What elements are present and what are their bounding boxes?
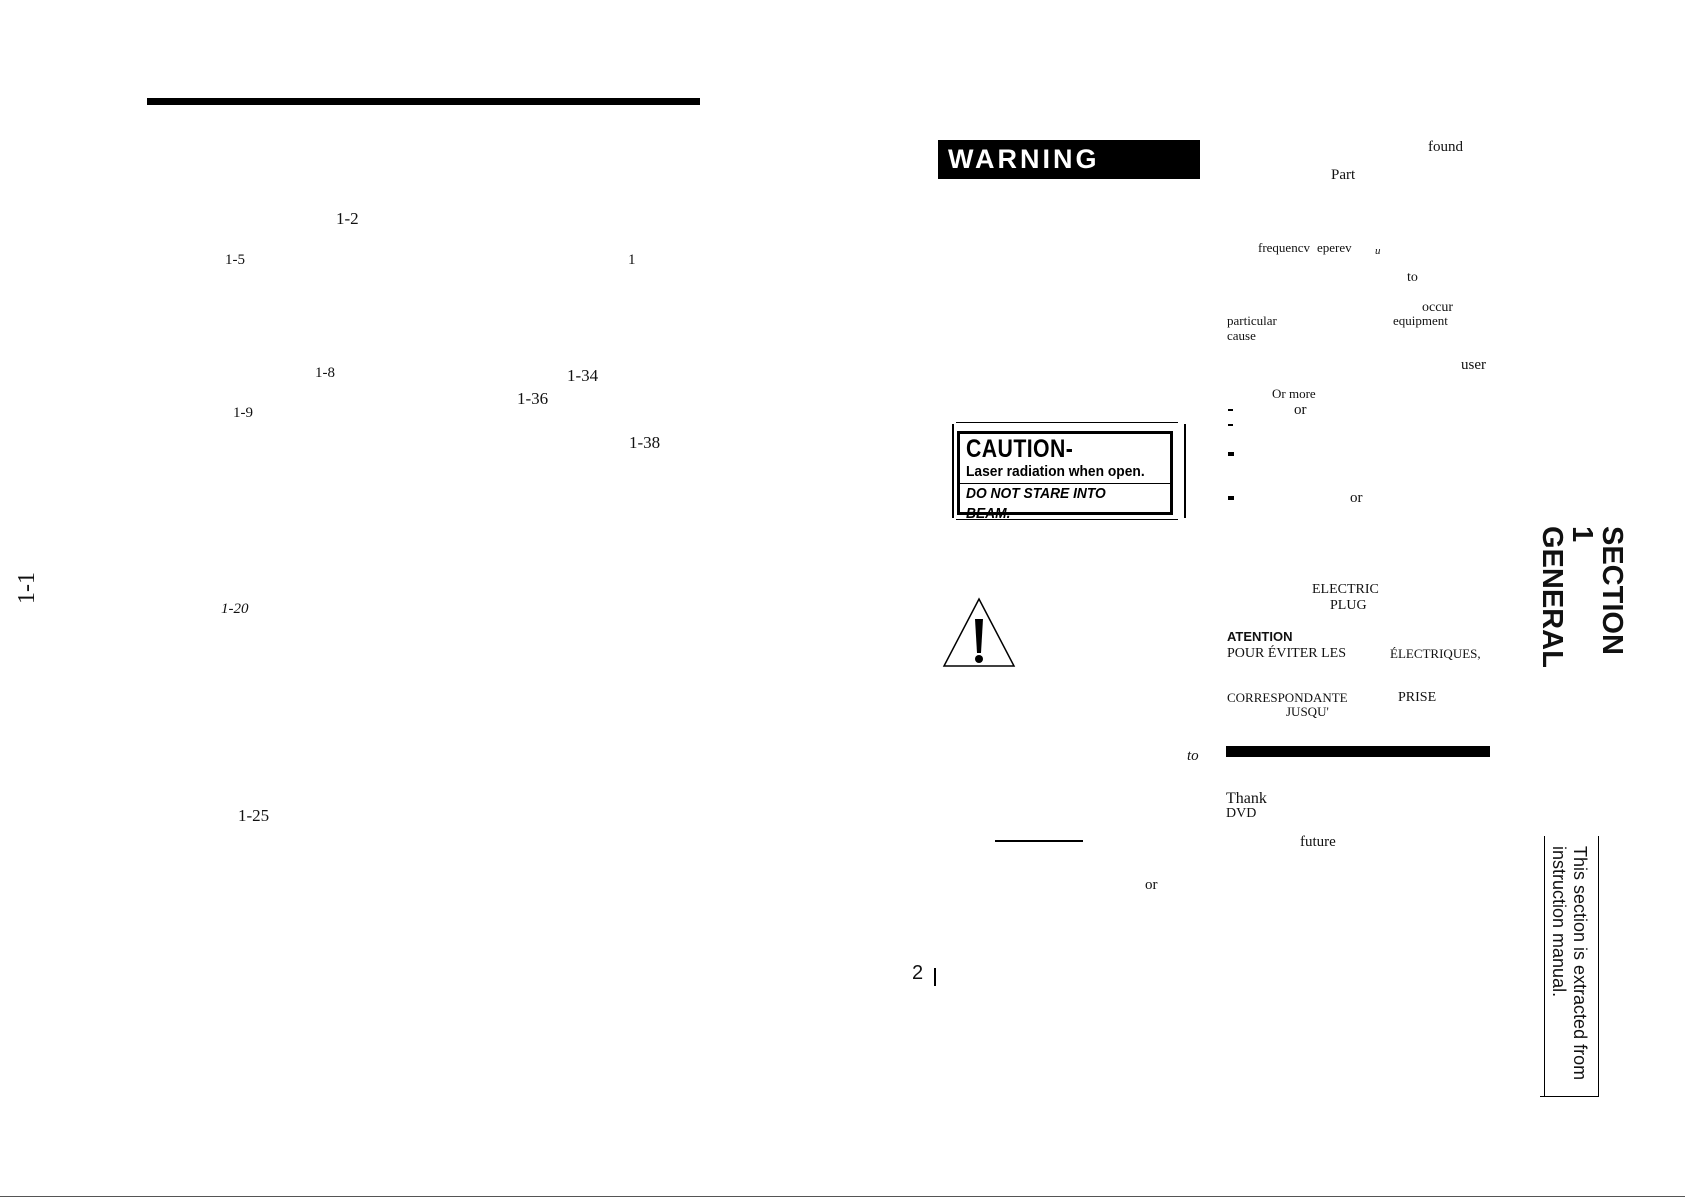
word: POUR ÉVITER LES bbox=[1227, 646, 1346, 661]
word: CORRESPONDANTE bbox=[1227, 690, 1348, 705]
sidebar-note-frame bbox=[1544, 836, 1599, 1096]
caution-title: CAUTION- bbox=[966, 435, 1074, 463]
section-title: SECTION 1 GENERAL bbox=[1536, 526, 1628, 668]
index-entry: 1-34 bbox=[567, 366, 599, 385]
word-or: or bbox=[1145, 877, 1158, 893]
index-entry: 1-5 bbox=[225, 252, 245, 268]
word: JUSQU' bbox=[1286, 704, 1329, 719]
word: to bbox=[1407, 270, 1418, 285]
word: u bbox=[1375, 245, 1381, 257]
index-entry: 1-20 bbox=[221, 601, 249, 617]
caution-label: CAUTION- Laser radiation when open. DO N… bbox=[957, 431, 1173, 522]
warning-label: WARNING bbox=[938, 140, 1200, 179]
index-entry: 1-25 bbox=[238, 806, 270, 825]
word: user bbox=[1461, 357, 1486, 373]
top-rule-left bbox=[147, 98, 700, 105]
index-entry: 1 bbox=[628, 252, 636, 268]
sidebar-note-line2: instruction manual. bbox=[1549, 846, 1569, 998]
index-entry: 1-36 bbox=[517, 389, 549, 408]
word: or bbox=[1294, 402, 1307, 418]
caution-bottom-rule bbox=[956, 519, 1178, 520]
word: frequencv bbox=[1258, 240, 1310, 255]
caution-divider bbox=[960, 483, 1170, 484]
word: equipment bbox=[1393, 313, 1448, 328]
bullet bbox=[1228, 409, 1233, 411]
bottom-rule bbox=[0, 1196, 1685, 1197]
word: PLUG bbox=[1330, 598, 1367, 613]
section-rule-right bbox=[1226, 746, 1490, 757]
sidebar-note-rule bbox=[1540, 1096, 1599, 1097]
index-entry: 1-8 bbox=[315, 365, 335, 381]
sidebar-note: This section is extracted from instructi… bbox=[1548, 846, 1590, 1080]
page-number-left: 1-1 bbox=[14, 572, 40, 604]
bullet bbox=[1228, 424, 1233, 426]
bullet bbox=[1228, 496, 1234, 500]
word-to: to bbox=[1187, 748, 1199, 764]
word: found bbox=[1428, 139, 1463, 155]
caution-frame bbox=[952, 424, 1186, 518]
sidebar-note-line1: This section is extracted from bbox=[1570, 846, 1590, 1081]
word: ÉLECTRIQUES, bbox=[1390, 646, 1481, 661]
caution-line-3: DO NOT STARE INTO BEAM. bbox=[966, 485, 1106, 522]
word: future bbox=[1300, 834, 1336, 850]
word: ATENTION bbox=[1227, 629, 1293, 644]
short-rule bbox=[995, 840, 1083, 842]
word: cause bbox=[1227, 328, 1256, 343]
word: PRISE bbox=[1398, 690, 1437, 705]
word: Or more bbox=[1272, 386, 1316, 401]
index-entry: 1-2 bbox=[336, 209, 359, 228]
word: Thank bbox=[1226, 790, 1267, 807]
word: occur bbox=[1422, 300, 1454, 315]
word: Part bbox=[1331, 167, 1356, 183]
word: particular bbox=[1227, 313, 1277, 328]
caution-line-2: Laser radiation when open. bbox=[966, 463, 1145, 480]
word: or bbox=[1350, 490, 1363, 506]
index-entry: 1-9 bbox=[233, 405, 253, 421]
word: DVD bbox=[1226, 806, 1257, 821]
bullet bbox=[1228, 452, 1234, 456]
exclamation-triangle-icon bbox=[942, 597, 1016, 667]
page-number-bar bbox=[934, 968, 936, 986]
caution-top-rule bbox=[956, 422, 1178, 423]
word: eperev bbox=[1317, 240, 1352, 255]
page-number-right: 2 bbox=[912, 962, 924, 984]
word: ELECTRIC bbox=[1312, 582, 1379, 597]
index-entry: 1-38 bbox=[629, 433, 661, 452]
